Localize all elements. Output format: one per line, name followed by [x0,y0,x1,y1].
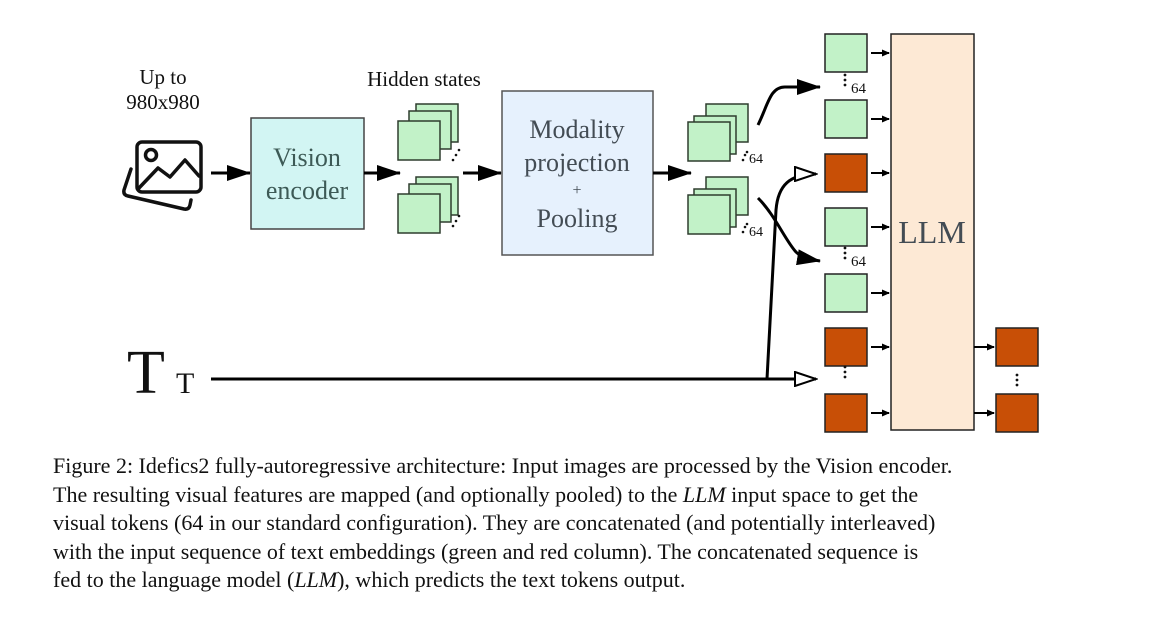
modality-label-line1: Modality [529,115,624,144]
vision-encoder-label-line1: Vision [273,143,341,172]
caption-text: ), which predicts the text tokens output… [337,567,686,593]
visual-tokens-stack-top [687,103,749,162]
arrow-visual-bottom-to-column [756,196,821,266]
llm-block: LLM [890,33,975,431]
arrow-text-to-column [765,174,816,380]
figure-caption: Figure 2: Idefics2 fully-autoregressive … [53,452,1123,595]
vertical-ellipsis-icon [1015,373,1019,387]
input-size-label-line1: Up to [139,65,186,89]
caption-text: input space to get the [725,481,919,507]
caption-math-llm: LLM [682,481,726,507]
visual-tokens-stack-bottom [687,176,749,235]
modality-projection-block: Modality projection + Pooling [501,90,654,256]
output-text-token [995,393,1039,433]
vertical-ellipsis-icon [843,365,847,379]
text-token [824,153,868,193]
hidden-states-label: Hidden states [367,67,481,91]
caption-text: fed to the language model ( [53,567,295,593]
output-token-column [974,327,1039,433]
ellipsis-visual-bottom [741,222,749,234]
text-token [824,327,868,367]
caption-line-3: visual tokens (64 in our standard config… [53,510,936,536]
visual-token [824,33,868,73]
modality-label-plus: + [572,182,581,199]
hidden-states-stack-top [397,103,459,161]
caption-math-llm: LLM [294,567,338,593]
caption-line-2: The resulting visual features are mapped… [53,481,1123,510]
ellipsis-top-hidden [451,148,461,162]
caption-line-5: fed to the language model (LLM), which p… [53,566,1123,595]
vertical-ellipsis-icon [843,246,847,260]
column-count-mid: 64 [851,254,867,270]
modality-label-line3: Pooling [537,204,618,233]
visual-token-count-top: 64 [749,152,763,167]
caption-line-4: with the input sequence of text embeddin… [53,538,919,564]
column-count-top: 64 [851,81,867,97]
text-tt-icon-big: T [127,339,165,407]
visual-token [824,207,868,247]
visual-token-count-bottom: 64 [749,225,763,240]
caption-line-1: Figure 2: Idefics2 fully-autoregressive … [53,453,953,478]
architecture-figure: Up to 980x980 Vision encoder Hidden stat… [122,33,1039,433]
vision-encoder-block: Vision encoder [250,117,365,230]
llm-label: LLM [898,214,966,250]
output-text-token [995,327,1039,367]
visual-token [824,273,868,313]
ellipsis-bottom-hidden [451,214,461,228]
input-size-label-line2: 980x980 [126,90,200,114]
arrow-visual-top-to-column [756,79,821,126]
hidden-states-stack-bottom [397,176,459,234]
ellipsis-visual-top [741,150,749,162]
text-token [824,393,868,433]
visual-token [824,99,868,139]
vertical-ellipsis-icon [843,73,847,87]
image-stack-icon [122,140,203,211]
modality-label-line2: projection [524,148,629,177]
input-token-column [824,33,890,433]
caption-text: The resulting visual features are mapped… [53,481,683,507]
text-tt-icon-small: T [176,367,194,400]
vision-encoder-label-line2: encoder [266,176,349,205]
